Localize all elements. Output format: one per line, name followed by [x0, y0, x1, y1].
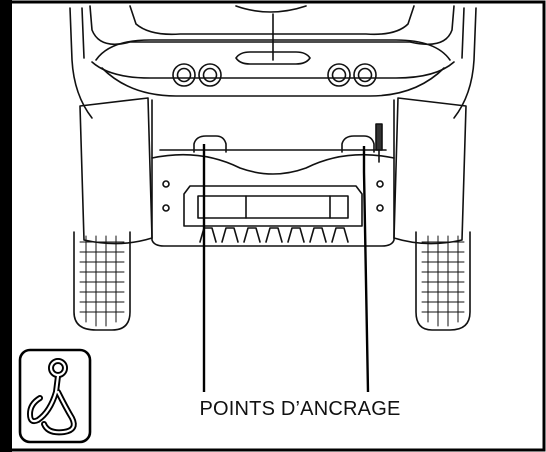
anchor-point-left [193, 135, 227, 153]
rear-fenders [79, 97, 467, 245]
seat-back [89, 5, 455, 61]
anchor-point-right [341, 135, 375, 153]
rear-bumper [183, 185, 363, 243]
tie-down-hook-icon [18, 348, 92, 444]
rear-shroud [69, 7, 477, 119]
callout-leader-lines [202, 144, 370, 393]
rear-body-panel [151, 99, 395, 247]
tail-lights [172, 63, 377, 87]
release-lever [375, 123, 383, 163]
rear-wheels [73, 231, 471, 331]
anchor-points-label: POINTS D’ANCRAGE [199, 398, 401, 420]
